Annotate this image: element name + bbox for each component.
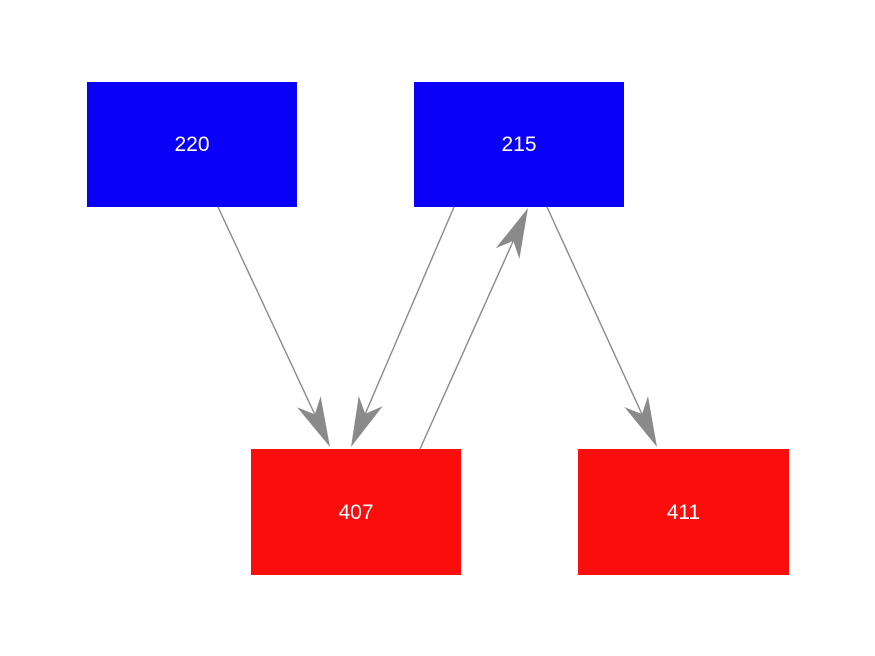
edge-line-215-407 — [364, 206, 455, 415]
arrowhead-407-215 — [495, 208, 528, 259]
node-215: 215 — [414, 82, 624, 207]
arrowhead-215-411 — [624, 396, 657, 447]
arrowhead-220-407 — [297, 396, 330, 447]
node-220: 220 — [87, 82, 297, 207]
node-407: 407 — [251, 449, 461, 575]
edge-line-220-407 — [217, 206, 316, 415]
arrowhead-215-407 — [351, 395, 383, 447]
node-411: 411 — [578, 449, 789, 575]
edge-line-215-411 — [546, 206, 643, 415]
edge-line-407-215 — [419, 240, 514, 450]
